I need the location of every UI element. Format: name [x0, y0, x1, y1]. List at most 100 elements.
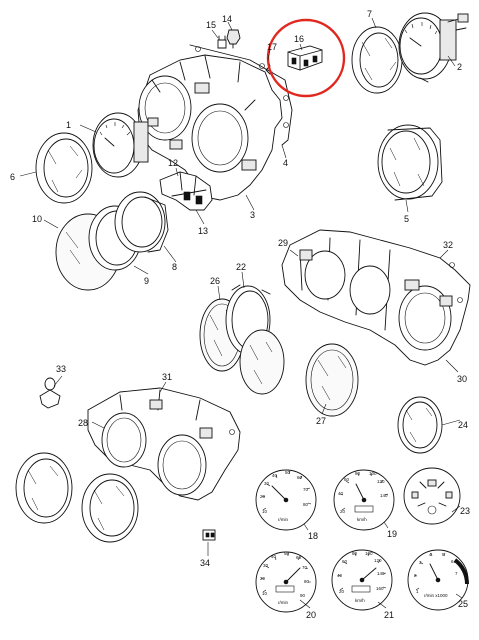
- dial21-tick-1: 40: [337, 573, 343, 578]
- dial20-tick-3: 40: [271, 554, 277, 559]
- dial-part-23: [403, 467, 461, 525]
- bezel-part-7: [351, 26, 403, 94]
- dial19-tick-0: 20: [340, 509, 346, 514]
- bulb-part-33: [39, 377, 61, 409]
- dial20-tick-1: 20: [260, 576, 266, 581]
- bezel-lower-left-a: [15, 452, 73, 524]
- callout-14: 14: [222, 14, 232, 24]
- dial20-tick-8: 90: [300, 593, 306, 598]
- gauge-carrier-part-8: [114, 191, 169, 253]
- dial25-tick-0: 1: [416, 589, 419, 594]
- callout-labels: 15 14 17 16 7 2 1 6 4 3 5 12 13 10 9 8 2…: [10, 9, 470, 620]
- callout-10: 10: [32, 214, 42, 224]
- callout-13: 13: [198, 226, 208, 236]
- dial20-tick-7: 80: [304, 579, 310, 584]
- dial21-tick-4: 100: [365, 551, 373, 556]
- callout-3: 3: [250, 210, 255, 220]
- dial19-units: km/h: [357, 517, 367, 522]
- highlight-ring: [266, 18, 346, 98]
- dial18-tick-2: 30: [264, 481, 270, 486]
- callout-4: 4: [283, 158, 288, 168]
- callout-31: 31: [162, 372, 172, 382]
- dial21-tick-0: 20: [339, 589, 345, 594]
- callout-28: 28: [78, 418, 88, 428]
- dial18-tick-4: 50: [285, 470, 291, 475]
- callout-26: 26: [210, 276, 220, 286]
- callout-9: 9: [144, 276, 149, 286]
- callout-12: 12: [168, 158, 178, 168]
- dial21-tick-3: 80: [352, 551, 358, 556]
- callout-24: 24: [458, 420, 468, 430]
- dial25-tick-5: 6: [451, 559, 454, 564]
- callout-1: 1: [66, 120, 71, 130]
- glass-part-27: [305, 343, 359, 417]
- callout-7: 7: [367, 9, 372, 19]
- dial18-tick-7: 80: [303, 502, 309, 507]
- instrument-housing-part-3: [137, 44, 293, 201]
- dial25-tick-4: 5: [442, 552, 445, 557]
- connector-part-34: [202, 529, 216, 541]
- callout-20: 20: [306, 610, 316, 620]
- dial21-units: km/h: [355, 598, 365, 603]
- dial18-tick-0: 10: [262, 509, 268, 514]
- dial19-tick-3: 80: [355, 471, 361, 476]
- leader-lines: [19, 17, 463, 609]
- bezel-lower-left-b: [81, 473, 139, 543]
- callout-8: 8: [172, 262, 177, 272]
- dial25-tick-3: 4: [429, 552, 432, 557]
- dial18-tick-6: 70: [303, 487, 309, 492]
- dial19-tick-5: 120: [377, 479, 385, 484]
- dial18-tick-1: 20: [260, 494, 266, 499]
- callout-2: 2: [457, 62, 462, 72]
- callout-17: 17: [267, 42, 277, 52]
- dial18-units: r/min: [278, 517, 288, 522]
- dial-part-21: 20 40 60 80 100 120 140 160 km/h: [331, 549, 393, 611]
- gauge-part-2: [398, 12, 469, 83]
- callout-21: 21: [384, 610, 394, 620]
- instrument-housing-part-32: [281, 229, 471, 366]
- dial-part-20: 10 20 30 40 50 60 70 80 90 r/min: [255, 551, 317, 613]
- callout-33: 33: [56, 364, 66, 374]
- bulb-part-15: [217, 35, 227, 49]
- callout-16: 16: [294, 34, 304, 44]
- dial-part-25: 1 2 3 4 5 6 7 r/min x1000: [407, 549, 469, 611]
- dial25-tick-2: 3: [419, 560, 422, 565]
- callout-6: 6: [10, 172, 15, 182]
- connector-part-16: [287, 45, 323, 71]
- dial-part-18: 10 20 30 40 50 60 70 80 r/min: [255, 469, 317, 531]
- callout-34: 34: [200, 558, 210, 568]
- bezel-part-6: [35, 132, 93, 204]
- dial19-tick-6: 140: [380, 493, 388, 498]
- gauge-part-1: [92, 112, 159, 178]
- dial21-tick-7: 160: [376, 586, 384, 591]
- dial25-tick-6: 7: [455, 571, 458, 576]
- callout-15: 15: [206, 20, 216, 30]
- dial19-tick-4: 100: [369, 471, 377, 476]
- dial20-units: r/min: [278, 600, 288, 605]
- callout-5: 5: [404, 214, 409, 224]
- callout-27: 27: [316, 416, 326, 426]
- warning-lamp-part-12: [159, 171, 213, 211]
- callout-22: 22: [236, 262, 246, 272]
- callout-18: 18: [308, 531, 318, 541]
- dial19-tick-2: 60: [344, 477, 350, 482]
- instrument-housing-part-31: [87, 387, 241, 501]
- dial25-units: r/min x1000: [424, 593, 448, 598]
- bulb-holder-part-14: [226, 29, 241, 49]
- dial20-tick-2: 30: [263, 563, 269, 568]
- callout-19: 19: [387, 529, 397, 539]
- callout-23: 23: [460, 506, 470, 516]
- glass-part-22b: [239, 329, 285, 395]
- callout-32: 32: [443, 240, 453, 250]
- callout-30: 30: [457, 374, 467, 384]
- dial19-tick-1: 40: [338, 491, 344, 496]
- callout-25: 25: [458, 599, 468, 609]
- dial20-tick-5: 60: [296, 555, 302, 560]
- dial21-tick-6: 140: [377, 571, 385, 576]
- callout-29: 29: [278, 238, 288, 248]
- dial21-tick-5: 120: [374, 558, 382, 563]
- dial21-tick-2: 60: [342, 559, 348, 564]
- bezel-part-5: [377, 124, 443, 201]
- dial25-tick-1: 2: [414, 573, 417, 578]
